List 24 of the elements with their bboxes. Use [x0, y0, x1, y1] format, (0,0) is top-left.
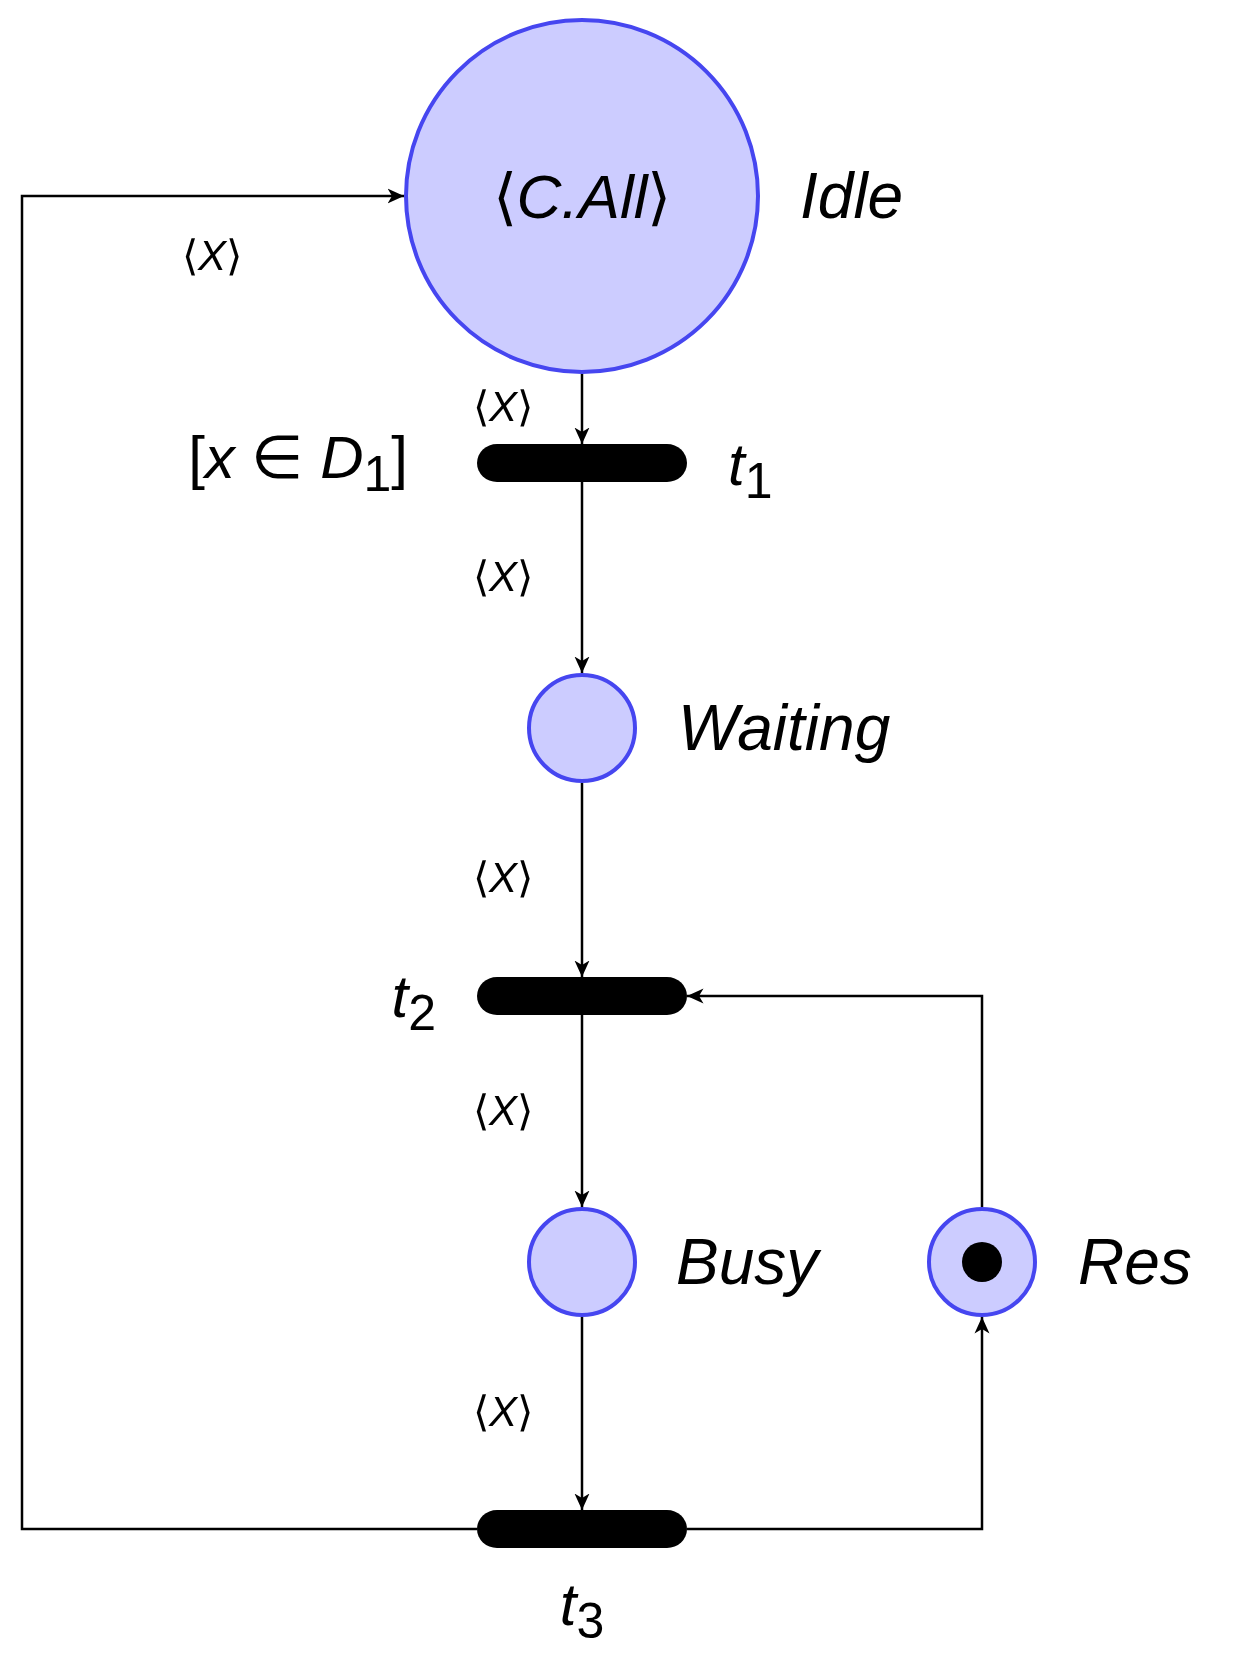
edge-label: ⟨X⟩: [473, 1391, 533, 1433]
transition-bar: [477, 444, 687, 482]
arrow: [574, 482, 590, 673]
edge-label: ⟨X⟩: [473, 556, 533, 598]
arrow: [20, 188, 477, 1531]
arrow: [687, 1317, 990, 1531]
edge-label: ⟨X⟩: [473, 857, 533, 899]
transition-bar: [477, 1510, 687, 1548]
guard-label: [x ∈ D$_{1}$]: [188, 427, 408, 499]
transition-label: t$_{3}$: [559, 1574, 605, 1646]
arrow: [574, 374, 590, 444]
arrow: [687, 988, 984, 1207]
edge-label: ⟨X⟩: [182, 235, 242, 277]
arrow: [574, 1317, 590, 1510]
place-marking: ⟨C.All⟩: [492, 160, 672, 233]
edge-label: ⟨X⟩: [473, 1090, 533, 1132]
edge-label: ⟨X⟩: [473, 386, 533, 428]
transition-label: t$_{2}$: [391, 966, 436, 1038]
place-label: Idle: [800, 164, 904, 228]
place-label: Res: [1078, 1230, 1192, 1294]
transition-label: t$_{1}$: [728, 434, 773, 506]
transition-bar: [477, 977, 687, 1015]
arrow: [574, 1015, 590, 1207]
arrow: [574, 783, 590, 977]
